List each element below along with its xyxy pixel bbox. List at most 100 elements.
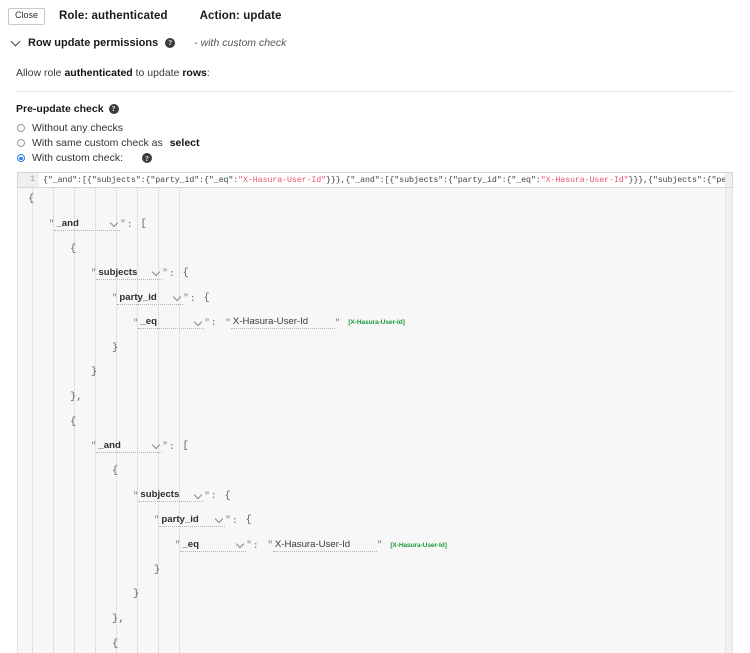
quote-mark: "	[112, 293, 118, 304]
tree-key-row: "_and":[	[18, 435, 732, 460]
code-token: }}},{"_and":[{"subjects":{"party_id":{"_…	[326, 175, 541, 185]
brace-token: {	[28, 193, 35, 206]
indent-guide	[116, 187, 117, 653]
radio-icon[interactable]	[17, 124, 25, 133]
quote-mark: "	[91, 268, 97, 279]
quote-mark: "	[204, 490, 210, 501]
allow-role: authenticated	[64, 66, 133, 79]
chevron-down-icon[interactable]	[194, 491, 202, 499]
editor-line-number: 1	[18, 172, 39, 187]
quote-mark: "	[162, 441, 168, 452]
indent-guide	[32, 187, 33, 653]
section-subtitle: - with custom check	[194, 36, 287, 49]
pre-update-check-text: Pre-update check	[16, 102, 104, 115]
chevron-down-icon[interactable]	[194, 318, 202, 326]
tree-key-text: subjects	[98, 266, 138, 278]
tree-brace-row: {	[18, 632, 732, 653]
tree-key-field[interactable]: _and	[54, 217, 121, 231]
colon: :	[189, 292, 196, 304]
colon: :	[210, 317, 217, 329]
tree-brace-row: },	[18, 385, 732, 410]
tree-key-text: _and	[98, 439, 121, 451]
chevron-down-icon[interactable]	[173, 293, 181, 301]
open-bracket: {	[224, 489, 231, 502]
colon: :	[168, 440, 175, 452]
quote-mark: "	[204, 317, 210, 328]
help-icon[interactable]: ?	[142, 153, 153, 164]
radio-with-custom-check[interactable]: With custom check: ?	[17, 151, 750, 166]
row-update-permissions-header[interactable]: Row update permissions ? - with custom c…	[0, 33, 750, 53]
tree-brace-row: }	[18, 583, 732, 608]
tree-brace-row: },	[18, 608, 732, 633]
chevron-down-icon[interactable]	[110, 219, 118, 227]
tree-key-field[interactable]: party_id	[159, 513, 226, 527]
help-icon[interactable]: ?	[108, 103, 119, 114]
brace-token: {	[112, 637, 119, 650]
allow-suffix: :	[206, 66, 210, 79]
tree-key-field[interactable]: subjects	[96, 266, 163, 280]
tree-key-text: _and	[56, 217, 79, 229]
open-bracket: [	[140, 218, 147, 231]
tree-brace-row: }	[18, 361, 732, 386]
section-divider	[16, 90, 734, 92]
indent-guide	[95, 187, 96, 653]
tree-scrollbar[interactable]	[725, 187, 732, 653]
code-string-token: "X-Hasura-User-Id"	[238, 175, 326, 185]
radio-label: Without any checks	[32, 122, 124, 135]
brace-token: }	[154, 563, 161, 576]
colon: :	[168, 267, 175, 279]
quote-mark: "	[120, 219, 126, 230]
brace-token: },	[70, 390, 83, 403]
tree-key-text: subjects	[140, 489, 180, 501]
editor-code-line[interactable]: {"_and":[{"subjects":{"party_id":{"_eq":…	[39, 173, 725, 187]
session-variable-badge[interactable]: [X-Hasura-User-Id]	[348, 319, 405, 327]
code-token: {"_and":[{"subjects":{"party_id":{"_eq":	[43, 175, 239, 185]
radio-without-any-checks[interactable]: Without any checks	[17, 121, 750, 136]
brace-token: {	[70, 242, 77, 255]
chevron-down-icon[interactable]	[236, 540, 244, 548]
radio-icon-selected[interactable]	[17, 154, 25, 163]
close-button[interactable]: Close	[8, 8, 46, 25]
chevron-down-icon[interactable]	[152, 268, 160, 276]
brace-token: {	[70, 415, 77, 428]
radio-icon[interactable]	[17, 139, 25, 148]
role-label: Role: authenticated	[59, 10, 168, 23]
quote-mark: "	[162, 268, 168, 279]
tree-key-field[interactable]: _and	[96, 439, 163, 453]
session-variable-badge[interactable]: [X-Hasura-User-Id]	[390, 541, 447, 549]
chevron-down-icon[interactable]	[12, 37, 21, 46]
tree-key-text: party_id	[161, 513, 199, 525]
allow-prefix: Allow role	[16, 66, 65, 79]
tree-brace-row: }	[18, 336, 732, 361]
help-icon[interactable]: ?	[165, 37, 176, 48]
chevron-down-icon[interactable]	[152, 441, 160, 449]
quote-mark: "	[246, 540, 252, 551]
quote-mark: "	[376, 540, 383, 551]
tree-brace-row: {	[18, 459, 732, 484]
action-label: Action: update	[199, 10, 282, 23]
quote-mark: "	[154, 515, 160, 526]
tree-key-field[interactable]: subjects	[138, 489, 205, 503]
quote-mark: "	[91, 441, 97, 452]
tree-brace-row: }	[18, 558, 732, 583]
tree-value-field[interactable]: X-Hasura-User-Id	[230, 316, 335, 330]
allow-role-sentence: Allow role authenticated to update rows:	[0, 53, 750, 79]
brace-token: }	[133, 588, 140, 601]
quote-mark: "	[133, 317, 139, 328]
tree-key-value-row: "_eq":"X-Hasura-User-Id"[X-Hasura-User-I…	[18, 311, 732, 336]
quote-mark: "	[267, 540, 273, 551]
tree-value-field[interactable]: X-Hasura-User-Id	[272, 538, 377, 552]
tree-value-text: X-Hasura-User-Id	[232, 316, 309, 328]
custom-check-code-editor[interactable]: 1 {"_and":[{"subjects":{"party_id":{"_eq…	[17, 171, 733, 188]
radio-same-custom-check-as-select[interactable]: With same custom check as select	[17, 136, 750, 151]
tree-key-field[interactable]: party_id	[117, 292, 184, 305]
tree-brace-row: {	[18, 188, 732, 213]
tree-key-field[interactable]: _eq	[180, 539, 247, 552]
tree-value-text: X-Hasura-User-Id	[274, 538, 351, 550]
chevron-down-icon[interactable]	[215, 515, 223, 523]
tree-key-field[interactable]: _eq	[138, 316, 205, 330]
json-tree-builder[interactable]: {"_and":[{"subjects":{"party_id":{"_eq":…	[17, 187, 733, 653]
tree-key-row: "_and":[	[18, 213, 732, 238]
quote-mark: "	[225, 515, 231, 526]
editor-scrollbar[interactable]	[725, 172, 732, 187]
